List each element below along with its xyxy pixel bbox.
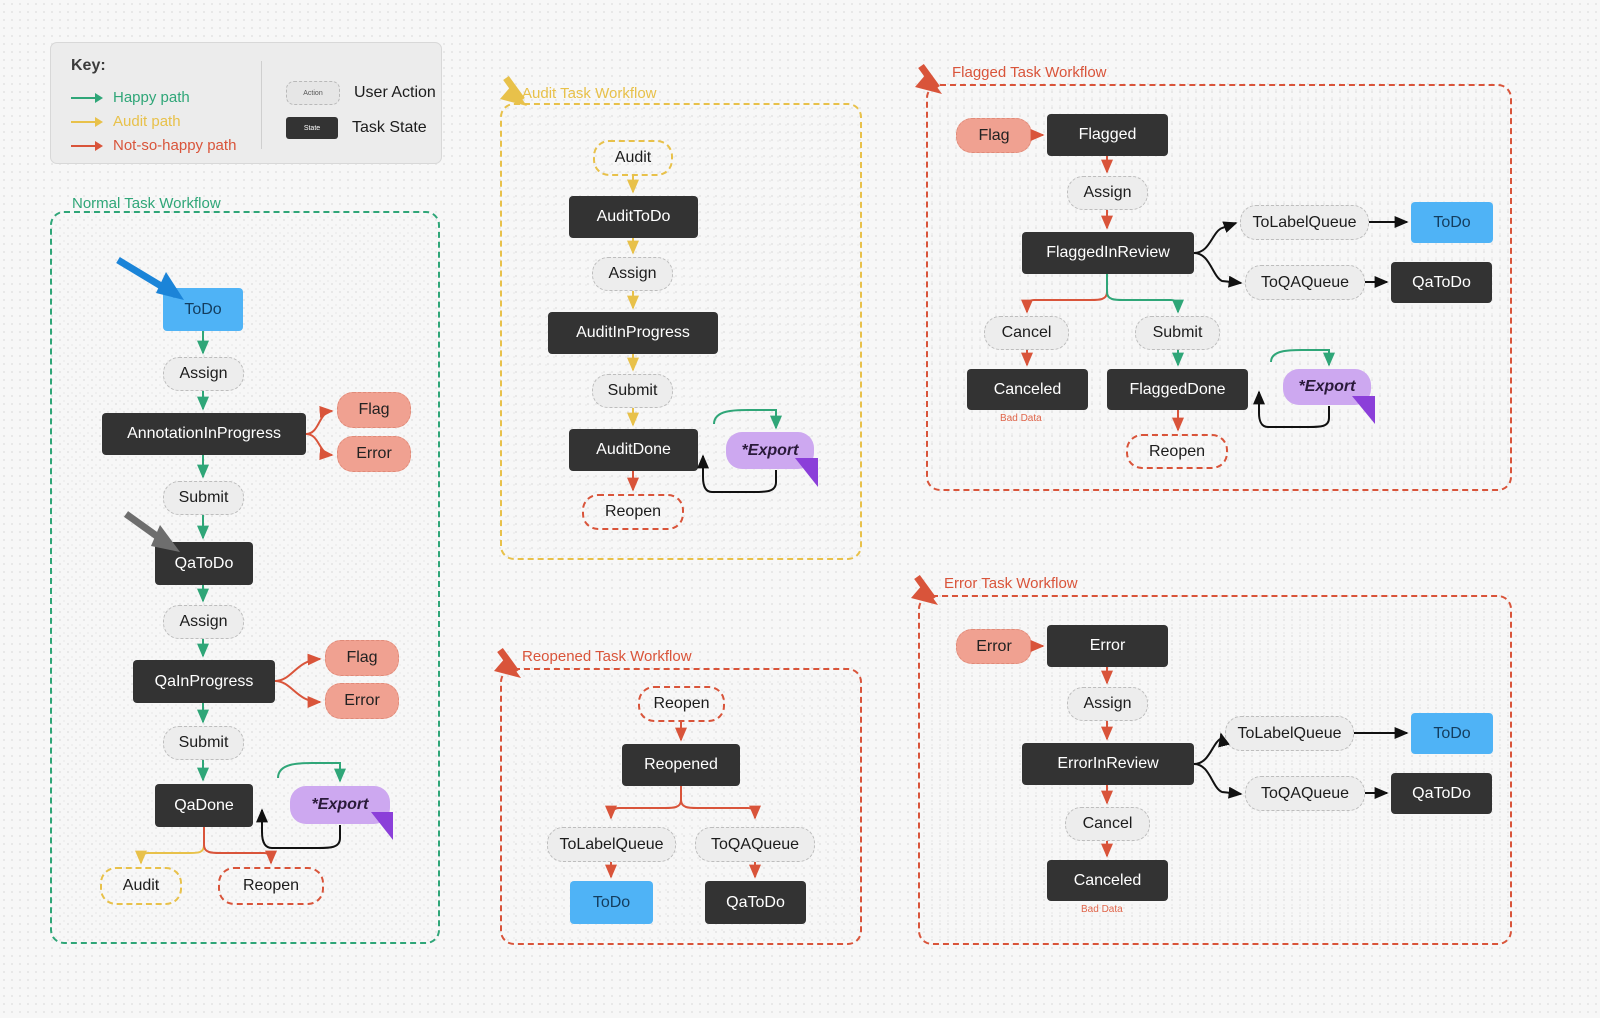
- legend-row-task-state: State Task State: [286, 117, 427, 139]
- node-flagged-submit[interactable]: Submit: [1135, 316, 1220, 350]
- node-flagged-qatodo[interactable]: QaToDo: [1391, 262, 1492, 303]
- node-error-assign[interactable]: Assign: [1067, 687, 1148, 721]
- node-flagged-reopen[interactable]: Reopen: [1126, 434, 1228, 469]
- legend-title: Key:: [71, 57, 106, 74]
- panel-title-flagged: Flagged Task Workflow: [952, 64, 1107, 81]
- node-normal-flag-1[interactable]: Flag: [337, 392, 411, 428]
- node-reopened-to-label-queue[interactable]: ToLabelQueue: [547, 827, 676, 862]
- node-flagged-to-label-queue[interactable]: ToLabelQueue: [1240, 205, 1369, 240]
- node-reopened[interactable]: Reopened: [622, 744, 740, 786]
- flagged-bad-data-label: Bad Data: [1000, 413, 1042, 424]
- node-flagged-to-qa-queue[interactable]: ToQAQueue: [1245, 265, 1365, 300]
- node-annotation-in-progress[interactable]: AnnotationInProgress: [102, 413, 306, 455]
- node-audit-assign[interactable]: Assign: [592, 257, 673, 291]
- panel-title-error: Error Task Workflow: [944, 575, 1078, 592]
- node-audit-done[interactable]: AuditDone: [569, 429, 698, 471]
- node-normal-todo[interactable]: ToDo: [163, 288, 243, 331]
- legend-box: Key: Happy path Audit path Not-so-happy …: [50, 42, 442, 164]
- node-normal-submit-2[interactable]: Submit: [163, 726, 244, 760]
- node-error-to-qa-queue[interactable]: ToQAQueue: [1245, 776, 1365, 811]
- legend-label-happy-path: Happy path: [113, 89, 190, 106]
- node-normal-error-2[interactable]: Error: [325, 683, 399, 719]
- node-flagged-cancel[interactable]: Cancel: [984, 316, 1069, 350]
- node-flagged-todo[interactable]: ToDo: [1411, 202, 1493, 243]
- action-chip-icon: Action: [286, 81, 340, 105]
- node-reopened-qatodo[interactable]: QaToDo: [705, 881, 806, 924]
- legend-label-user-action: User Action: [354, 84, 436, 101]
- audit-path-arrow-icon: [71, 116, 105, 128]
- legend-row-user-action: Action User Action: [286, 81, 436, 105]
- node-error-to-label-queue[interactable]: ToLabelQueue: [1225, 716, 1354, 751]
- node-reopened-reopen[interactable]: Reopen: [638, 686, 725, 722]
- node-error-in-review[interactable]: ErrorInReview: [1022, 743, 1194, 785]
- legend-label-task-state: Task State: [352, 119, 427, 136]
- panel-title-reopened: Reopened Task Workflow: [522, 648, 692, 665]
- node-normal-submit-1[interactable]: Submit: [163, 481, 244, 515]
- node-normal-error-1[interactable]: Error: [337, 436, 411, 472]
- node-error-error-action[interactable]: Error: [956, 629, 1032, 664]
- panel-title-audit: Audit Task Workflow: [522, 85, 657, 102]
- node-error-canceled[interactable]: Canceled: [1047, 860, 1168, 901]
- node-flagged-flag-action[interactable]: Flag: [956, 118, 1032, 153]
- panel-title-normal: Normal Task Workflow: [72, 195, 221, 212]
- node-normal-flag-2[interactable]: Flag: [325, 640, 399, 676]
- node-normal-assign-1[interactable]: Assign: [163, 357, 244, 391]
- happy-path-arrow-icon: [71, 92, 105, 104]
- node-flagged-done[interactable]: FlaggedDone: [1107, 369, 1248, 410]
- node-normal-audit[interactable]: Audit: [100, 867, 182, 905]
- node-audit-export[interactable]: *Export: [726, 432, 814, 469]
- legend-row-unhappy-path: Not-so-happy path: [71, 137, 236, 154]
- node-error-state[interactable]: Error: [1047, 625, 1168, 667]
- node-audit-in-progress[interactable]: AuditInProgress: [548, 312, 718, 354]
- node-flagged[interactable]: Flagged: [1047, 114, 1168, 156]
- node-error-qatodo[interactable]: QaToDo: [1391, 773, 1492, 814]
- legend-label-unhappy-path: Not-so-happy path: [113, 137, 237, 154]
- state-chip-icon: State: [286, 117, 338, 139]
- node-qadone[interactable]: QaDone: [155, 784, 253, 827]
- node-reopened-to-qa-queue[interactable]: ToQAQueue: [695, 827, 815, 862]
- node-flagged-canceled[interactable]: Canceled: [967, 369, 1088, 410]
- node-audit-reopen[interactable]: Reopen: [582, 494, 684, 530]
- node-audit-submit[interactable]: Submit: [592, 374, 673, 408]
- node-audit-todo[interactable]: AuditToDo: [569, 196, 698, 238]
- legend-divider: [261, 61, 262, 149]
- node-normal-export[interactable]: *Export: [290, 786, 390, 824]
- node-reopened-todo[interactable]: ToDo: [570, 881, 653, 924]
- legend-row-happy-path: Happy path: [71, 89, 190, 106]
- node-error-todo[interactable]: ToDo: [1411, 713, 1493, 754]
- node-audit-audit[interactable]: Audit: [593, 140, 673, 176]
- unhappy-path-arrow-icon: [71, 140, 105, 152]
- node-error-cancel[interactable]: Cancel: [1065, 807, 1150, 841]
- node-qa-in-progress[interactable]: QaInProgress: [133, 660, 275, 703]
- node-normal-qatodo[interactable]: QaToDo: [155, 542, 253, 585]
- legend-label-audit-path: Audit path: [113, 113, 181, 130]
- node-flagged-export[interactable]: *Export: [1283, 369, 1371, 405]
- node-normal-reopen[interactable]: Reopen: [218, 867, 324, 905]
- error-bad-data-label: Bad Data: [1081, 904, 1123, 915]
- legend-row-audit-path: Audit path: [71, 113, 181, 130]
- node-flagged-in-review[interactable]: FlaggedInReview: [1022, 232, 1194, 274]
- node-flagged-assign[interactable]: Assign: [1067, 176, 1148, 210]
- node-normal-assign-2[interactable]: Assign: [163, 605, 244, 639]
